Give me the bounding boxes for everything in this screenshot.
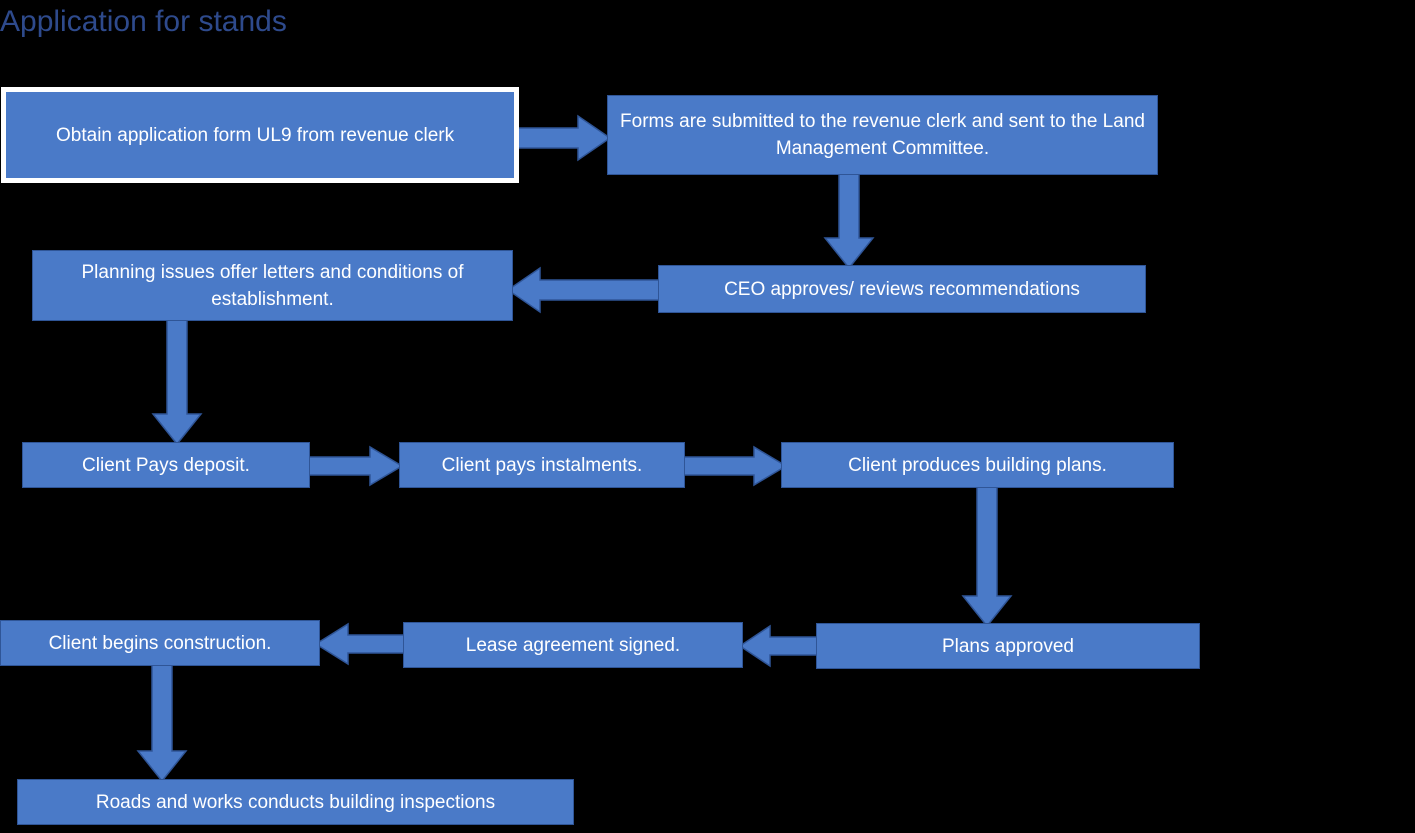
arrow-forms-to-ceo [822, 169, 876, 270]
arrow-lease-to-construction [314, 622, 411, 666]
node-forms-submitted[interactable]: Forms are submitted to the revenue clerk… [607, 95, 1158, 175]
node-label: Plans approved [941, 635, 1075, 657]
node-label: Client pays instalments. [441, 454, 643, 476]
node-label: Client begins construction. [48, 632, 272, 654]
arrow-ceo-to-planning [506, 266, 665, 314]
arrow-obtain-to-forms [515, 114, 612, 162]
arrow-construction-to-inspections [135, 662, 189, 783]
node-client-construction[interactable]: Client begins construction. [0, 620, 320, 666]
node-label: Planning issues offer letters and condit… [81, 261, 464, 310]
page-title: Application for stands [0, 5, 287, 38]
node-label: Client produces building plans. [848, 454, 1107, 476]
node-label: CEO approves/ reviews recommendations [724, 278, 1080, 300]
node-client-pays-instalments[interactable]: Client pays instalments. [399, 442, 685, 488]
node-planning-issues[interactable]: Planning issues offer letters and condit… [32, 250, 513, 321]
arrow-building-plans-to-approved [960, 485, 1014, 628]
node-plans-approved[interactable]: Plans approved [816, 623, 1200, 669]
node-label: Lease agreement signed. [465, 634, 681, 656]
node-roads-inspections[interactable]: Roads and works conducts building inspec… [17, 779, 574, 825]
node-label: Obtain application form UL9 from revenue… [56, 124, 455, 146]
node-client-building-plans[interactable]: Client produces building plans. [781, 442, 1174, 488]
node-label: Roads and works conducts building inspec… [95, 791, 496, 813]
node-lease-signed[interactable]: Lease agreement signed. [403, 622, 743, 668]
node-obtain-form[interactable]: Obtain application form UL9 from revenue… [6, 92, 514, 178]
node-client-pays-deposit[interactable]: Client Pays deposit. [22, 442, 310, 488]
node-label: Forms are submitted to the revenue clerk… [620, 111, 1145, 159]
node-label: Client Pays deposit. [82, 454, 250, 476]
arrow-instalments-to-building-plans [675, 445, 788, 487]
arrow-planning-to-deposit [150, 317, 204, 446]
node-ceo-approves[interactable]: CEO approves/ reviews recommendations [658, 265, 1146, 313]
arrow-deposit-to-instalments [307, 445, 404, 487]
